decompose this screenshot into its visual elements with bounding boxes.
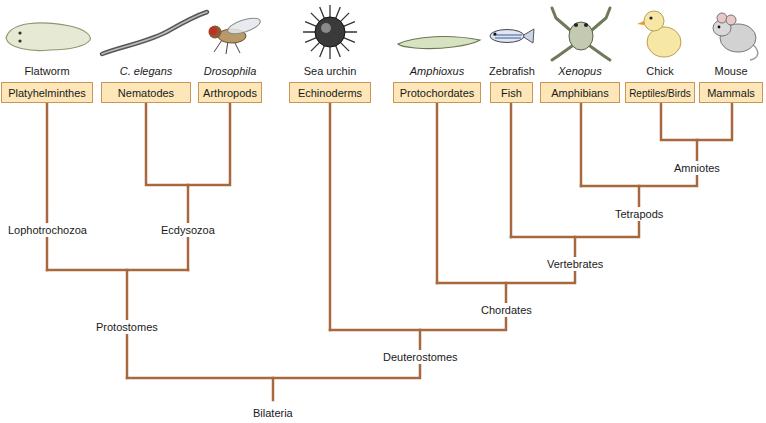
tree-branch [329, 103, 332, 330]
tree-branch [580, 103, 583, 186]
clade-label: Amniotes [672, 161, 722, 175]
urchin-highlight [321, 23, 331, 33]
taxon-node: Sea urchinEchinoderms [289, 64, 371, 103]
clade-label: Deuterostomes [381, 350, 460, 364]
amphioxus-drawing [398, 37, 480, 49]
flatworm-body [6, 23, 90, 51]
fly-leg [214, 40, 222, 52]
phylum-box: Mammals [699, 82, 763, 103]
chick-eye [649, 16, 652, 19]
mouse-eye [718, 26, 721, 29]
organism-name: Chick [625, 64, 695, 79]
phylum-box: Protochordates [393, 82, 481, 103]
fly-drawing [209, 15, 263, 54]
organism-illustrations [6, 5, 758, 60]
tree-branch [46, 103, 49, 270]
flatworm-eye [18, 31, 21, 34]
tree-branch [436, 103, 439, 283]
taxon-node: ZebrafishFish [490, 64, 533, 103]
organism-name: C. elegans [101, 64, 191, 79]
phylum-name: Mammals [707, 87, 755, 99]
chick-head [644, 11, 664, 31]
clade-label: Protostomes [94, 320, 160, 334]
organism-name: Amphioxus [393, 64, 481, 79]
phylum-box: Echinoderms [289, 82, 371, 103]
taxon-node: MouseMammals [699, 64, 763, 103]
urchin-body [315, 17, 345, 47]
taxon-node: C. elegansNematodes [101, 64, 191, 103]
zebrafish-drawing [490, 29, 534, 43]
mouse-ear [726, 15, 736, 25]
chick-body [647, 27, 681, 57]
phylum-box: Platyhelminthes [1, 82, 93, 103]
taxon-node: AmphioxusProtochordates [393, 64, 481, 103]
clade-label: Tetrapods [613, 207, 665, 221]
clade-label: Vertebrates [545, 257, 605, 271]
tree-branch [127, 330, 420, 378]
phylum-box: Reptiles/Birds [625, 82, 695, 103]
phylum-name: Amphibians [551, 87, 608, 99]
fish-body [490, 30, 524, 43]
tree-branch [510, 103, 513, 237]
phylum-name: Nematodes [118, 87, 174, 99]
chick-beak [637, 21, 644, 25]
phylum-name: Fish [501, 87, 522, 99]
mouse-drawing [713, 13, 758, 60]
fly-head [209, 26, 222, 39]
phylum-box: Nematodes [101, 82, 191, 103]
tree-branch [272, 378, 275, 400]
taxon-node: DrosophilaArthropods [198, 64, 262, 103]
taxon-node: ChickReptiles/Birds [625, 64, 695, 103]
chick-drawing [637, 11, 681, 57]
nematode-drawing [102, 12, 207, 54]
phylum-name: Arthropods [203, 87, 257, 99]
fish-stripes [493, 35, 522, 38]
organism-name: Xenopus [540, 64, 620, 79]
phylum-box: Fish [490, 82, 533, 103]
organism-name: Sea urchin [289, 64, 371, 79]
organism-name: Zebrafish [489, 64, 535, 79]
flatworm-drawing [6, 23, 90, 51]
phylum-name: Protochordates [400, 87, 475, 99]
phylum-name: Reptiles/Birds [629, 88, 691, 99]
fly-eye [209, 27, 217, 35]
tree-branch [146, 103, 230, 185]
clade-label: Lophotrochozoa [6, 223, 89, 237]
frog-eye [584, 23, 588, 27]
organism-name: Mouse [699, 64, 763, 79]
sea-urchin-drawing [303, 5, 357, 59]
taxon-node: FlatwormPlatyhelminthes [1, 64, 93, 103]
organism-name: Drosophila [198, 64, 262, 79]
frog-drawing [552, 8, 610, 60]
frog-eye [574, 23, 578, 27]
nematode-body [102, 12, 207, 54]
phylum-box: Amphibians [540, 82, 620, 103]
clade-label: Bilateria [251, 406, 295, 420]
mouse-ear [717, 13, 727, 23]
frog-body [569, 22, 593, 50]
phylum-name: Echinoderms [298, 87, 362, 99]
fish-eye [494, 33, 497, 36]
amphioxus-body [398, 37, 480, 49]
fly-wing [226, 15, 262, 37]
taxon-node: XenopusAmphibians [540, 64, 620, 103]
flatworm-eye [18, 39, 21, 42]
nematode-highlight [102, 12, 207, 54]
phylum-name: Platyhelminthes [8, 87, 86, 99]
clade-label: Chordates [479, 303, 534, 317]
clade-label: Ecdysozoa [159, 223, 217, 237]
phylum-box: Arthropods [198, 82, 262, 103]
urchin-spines [303, 5, 357, 59]
tree-branch [661, 103, 732, 140]
frog-legs [552, 8, 610, 60]
organism-name: Flatworm [1, 64, 93, 79]
tree-branch [47, 269, 188, 272]
tree-lines [47, 103, 732, 400]
